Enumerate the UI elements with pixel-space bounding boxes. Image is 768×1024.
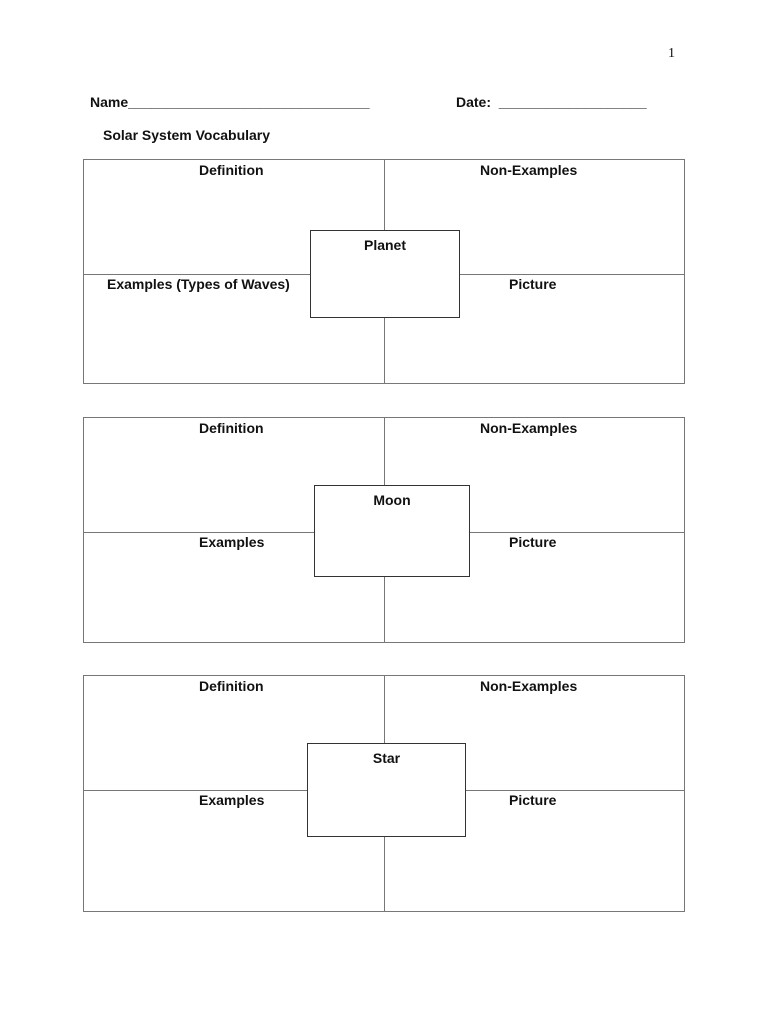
non-examples-label: Non-Examples [480, 678, 578, 694]
term-label: Star [372, 750, 401, 766]
examples-label: Examples (Types of Waves) [107, 276, 290, 292]
definition-label: Definition [199, 420, 264, 436]
picture-label: Picture [509, 792, 557, 808]
non-examples-label: Non-Examples [480, 420, 578, 436]
term-box: Planet [310, 230, 460, 318]
examples-label: Examples [199, 534, 265, 550]
name-field-line[interactable]: Name_______________________________ [90, 94, 370, 110]
examples-label: Examples [199, 792, 265, 808]
definition-label: Definition [199, 678, 264, 694]
picture-label: Picture [509, 534, 557, 550]
term-label: Planet [363, 237, 406, 253]
date-field-line[interactable]: Date: ___________________ [456, 94, 647, 110]
picture-label: Picture [509, 276, 557, 292]
term-box: Moon [314, 485, 470, 577]
frayer-chart-planet: Definition Non-Examples Examples (Types … [83, 159, 685, 384]
term-label: Moon [373, 492, 411, 508]
frayer-chart-moon: Definition Non-Examples Examples Picture… [83, 417, 685, 643]
non-examples-label: Non-Examples [480, 162, 578, 178]
worksheet-title: Solar System Vocabulary [103, 127, 271, 143]
term-box: Star [307, 743, 466, 837]
definition-label: Definition [199, 162, 264, 178]
page-number: 1 [668, 46, 675, 61]
frayer-chart-star: Definition Non-Examples Examples Picture… [83, 675, 685, 912]
